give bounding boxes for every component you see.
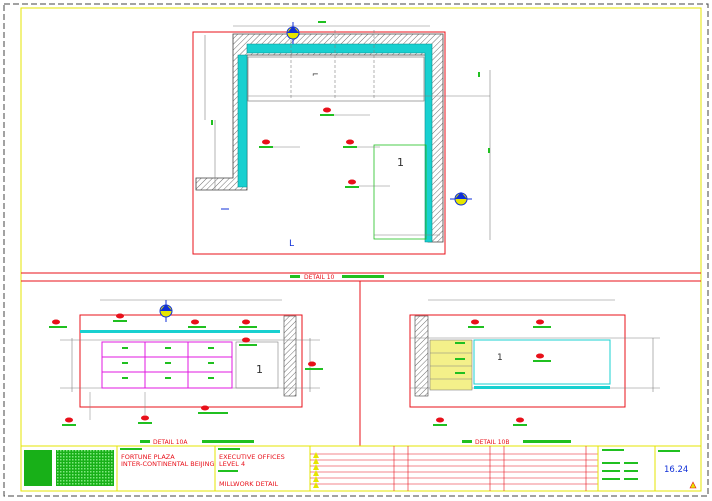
plan-scale-bar: [342, 275, 384, 278]
plan-tag: [343, 139, 380, 148]
elev-a-scale-bar: [202, 440, 254, 443]
title-info-bars: [602, 449, 680, 480]
drawing-title-bar: [218, 470, 238, 472]
elev-a-red-boundary: [79, 314, 303, 408]
elev-b-detail-label: DETAIL 10B: [475, 439, 510, 446]
revision-triangles: [313, 452, 319, 488]
drawing-label-bar: [218, 448, 240, 450]
elev-b-tag: [468, 319, 484, 328]
elev-a-tag: [198, 405, 228, 414]
project-name: FORTUNE PLAZA: [121, 453, 175, 461]
elev-a-drawer-grid: [101, 341, 233, 389]
elev-b-tag: [533, 319, 551, 328]
revision-table: [310, 446, 598, 491]
plan-dim-tick: [478, 72, 480, 77]
elev-a-label-bar: [140, 440, 150, 443]
plan-hatched-wall: [195, 33, 444, 243]
plan-view: 1 ⌐ L: [192, 21, 491, 255]
section-marker-elev-a: [159, 300, 173, 322]
elev-b-base-rail: [474, 386, 610, 389]
plan-detail-label: DETAIL 10: [304, 274, 335, 281]
plan-red-boundary: [192, 31, 446, 255]
elev-a-hatched-wall: [283, 315, 297, 397]
elev-a-detail-label: DETAIL 10A: [153, 439, 188, 446]
plan-tag: [345, 179, 390, 188]
elev-b-note: [455, 342, 465, 344]
company-logo: [24, 450, 52, 486]
elev-b-scale-bar: [523, 440, 571, 443]
elev-a-tag: [113, 313, 127, 322]
plan-inner-outline: [247, 56, 425, 102]
plan-dim-tick: [488, 148, 490, 153]
drawing-title: MILLWORK DETAIL: [219, 480, 279, 488]
elev-a-tag: [49, 319, 67, 328]
elev-b-label-bar: [462, 440, 472, 443]
elev-a-tag: [239, 319, 257, 328]
project-hotel: INTER-CONTINENTAL BEIJING: [121, 460, 215, 468]
elev-a-number: 1: [256, 363, 263, 376]
plan-counter-band: [246, 43, 433, 243]
elev-a-top-rail: [80, 330, 280, 333]
elev-b-red-boundary: [409, 314, 626, 408]
elev-b-note: [455, 358, 465, 360]
elev-b-hatched-wall: [414, 315, 429, 397]
warning-triangle-icon: [689, 481, 697, 489]
project-label-bar: [120, 448, 142, 450]
section-marker-plan-top: [286, 22, 300, 44]
plan-tag: [320, 107, 370, 116]
elev-a-tag: [239, 337, 257, 346]
plan-label-bar: [290, 275, 300, 278]
plan-small-mark: L: [289, 239, 294, 249]
elev-b-drawer-stack: [429, 339, 473, 391]
sheet-number: 16.24: [664, 465, 688, 475]
plan-tag: [259, 139, 300, 148]
elev-b-glass-panel: [473, 339, 611, 385]
elev-a-door-panel: [235, 341, 279, 389]
elev-b-tag: [513, 417, 527, 426]
elev-b-tag: [433, 417, 447, 426]
plan-counter-left: [237, 54, 248, 188]
plan-small-mark: ⌐: [312, 70, 319, 79]
plan-dim-tick: [211, 120, 213, 125]
elev-a-tag: [305, 361, 323, 370]
drawing-level: LEVEL 4: [219, 460, 245, 468]
elev-a-tag: [62, 417, 76, 426]
elevation-b: 1: [409, 299, 660, 426]
plan-desk-outline: [373, 144, 427, 240]
elev-a-tag: [188, 319, 206, 328]
section-marker-plan-right: [450, 192, 472, 206]
elev-b-number: 1: [497, 353, 503, 363]
elevation-a: 1: [49, 299, 323, 426]
elev-a-tag: [138, 415, 152, 424]
drawing-frame: [20, 7, 702, 492]
plan-elevation-number: 1: [397, 156, 404, 169]
company-logo-pattern: [56, 450, 114, 486]
drawing-area: EXECUTIVE OFFICES: [219, 453, 285, 461]
elev-b-note: [455, 372, 465, 374]
title-block: FORTUNE PLAZA INTER-CONTINENTAL BEIJING …: [21, 445, 701, 491]
plan-dim-tick: [318, 21, 326, 23]
elev-b-tag: [533, 353, 551, 362]
elev-a-drawer-pulls: [122, 347, 214, 379]
sheet-dashed-border: [3, 3, 709, 497]
